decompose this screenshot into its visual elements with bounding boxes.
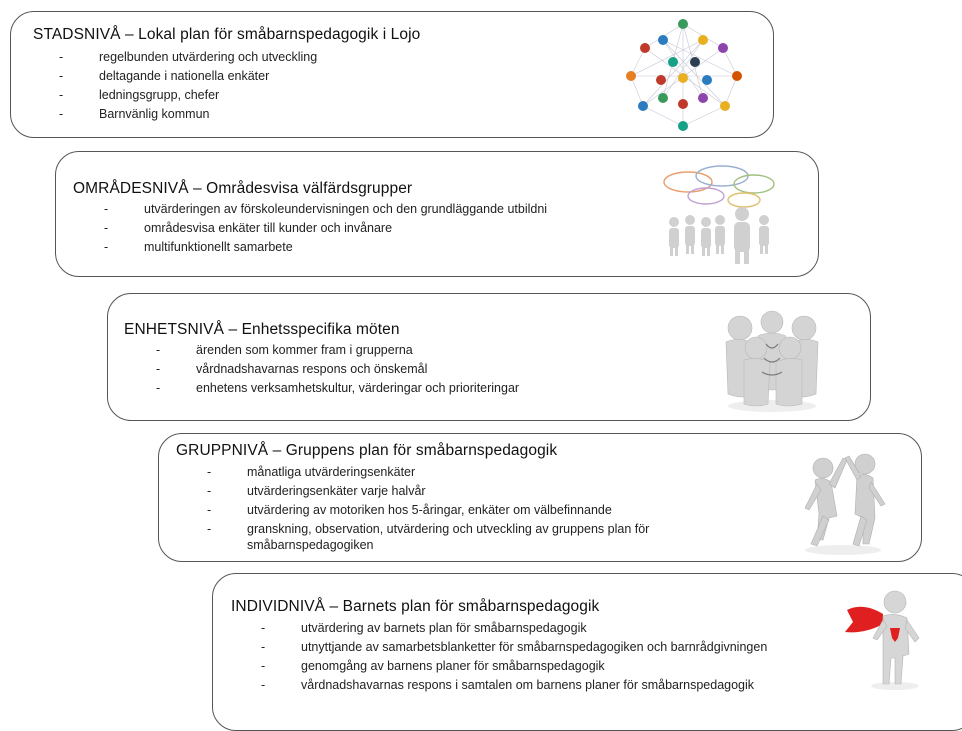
list-item: -enhetens verksamhetskultur, värderingar… [156,381,520,395]
level-box-individ: INDIVIDNIVÅ – Barnets plan för småbarnsp… [212,573,962,731]
list-item: -ledningsgrupp, chefer [59,88,220,102]
list-item: -multifunktionellt samarbete [104,240,293,254]
list-item: -deltagande i nationella enkäter [59,69,270,83]
level-items-stad: -regelbunden utvärdering och utveckling … [59,48,317,124]
list-item: -ärenden som kommer fram i grupperna [156,343,413,357]
level-items-individ: -utvärdering av barnets plan för småbarn… [261,619,901,695]
list-item: -genomgång av barnens planer för småbarn… [261,659,605,673]
list-item: -utvärdering av barnets plan för småbarn… [261,621,587,635]
level-box-grupp: GRUPPNIVÅ – Gruppens plan för småbarnspe… [158,433,922,562]
list-item: -områdesvisa enkäter till kunder och inv… [104,221,393,235]
level-box-stad: STADSNIVÅ – Lokal plan för småbarnspedag… [10,11,774,138]
level-box-enhet: ENHETSNIVÅ – Enhetsspecifika möten -ären… [107,293,871,421]
team-huddle-icon [725,310,819,412]
level-items-grupp: -månatliga utvärderingsenkäter -utvärder… [207,463,767,555]
list-item: -utnyttjande av samarbetsblanketter för … [261,640,768,654]
list-item: -vårdnadshavarnas respons i samtalen om … [261,678,755,692]
level-items-omrade: -utvärderingen av förskoleundervisningen… [104,200,547,257]
level-title-individ: INDIVIDNIVÅ – Barnets plan för småbarnsp… [231,598,600,615]
list-item: -vårdnadshavarnas respons och önskemål [156,362,428,376]
level-title-grupp: GRUPPNIVÅ – Gruppens plan för småbarnspe… [176,442,558,459]
level-title-enhet: ENHETSNIVÅ – Enhetsspecifika möten [124,321,400,338]
list-item: -utvärderingen av förskoleundervisningen… [104,202,548,216]
level-title-stad: STADSNIVÅ – Lokal plan för småbarnspedag… [33,26,421,43]
network-people-icon [626,19,742,131]
list-item: -utvärdering av motoriken hos 5-åringar,… [207,503,612,517]
level-title-omrade: OMRÅDESNIVÅ – Områdesvisa välfärdsgruppe… [73,180,413,197]
level-items-enhet: -ärenden som kommer fram i grupperna -vå… [156,341,519,398]
list-item: -granskning, observation, utvärdering oc… [207,522,650,552]
list-item: -utvärderingsenkäter varje halvår [207,484,426,498]
high-five-figures-icon [804,453,886,555]
level-box-omrade: OMRÅDESNIVÅ – Områdesvisa välfärdsgruppe… [55,151,819,277]
group-speech-bubbles-icon [663,165,775,264]
list-item: -regelbunden utvärdering och utveckling [59,50,318,64]
list-item: -Barnvänlig kommun [59,107,210,121]
hero-with-cape-icon [845,590,920,690]
list-item: -månatliga utvärderingsenkäter [207,465,416,479]
